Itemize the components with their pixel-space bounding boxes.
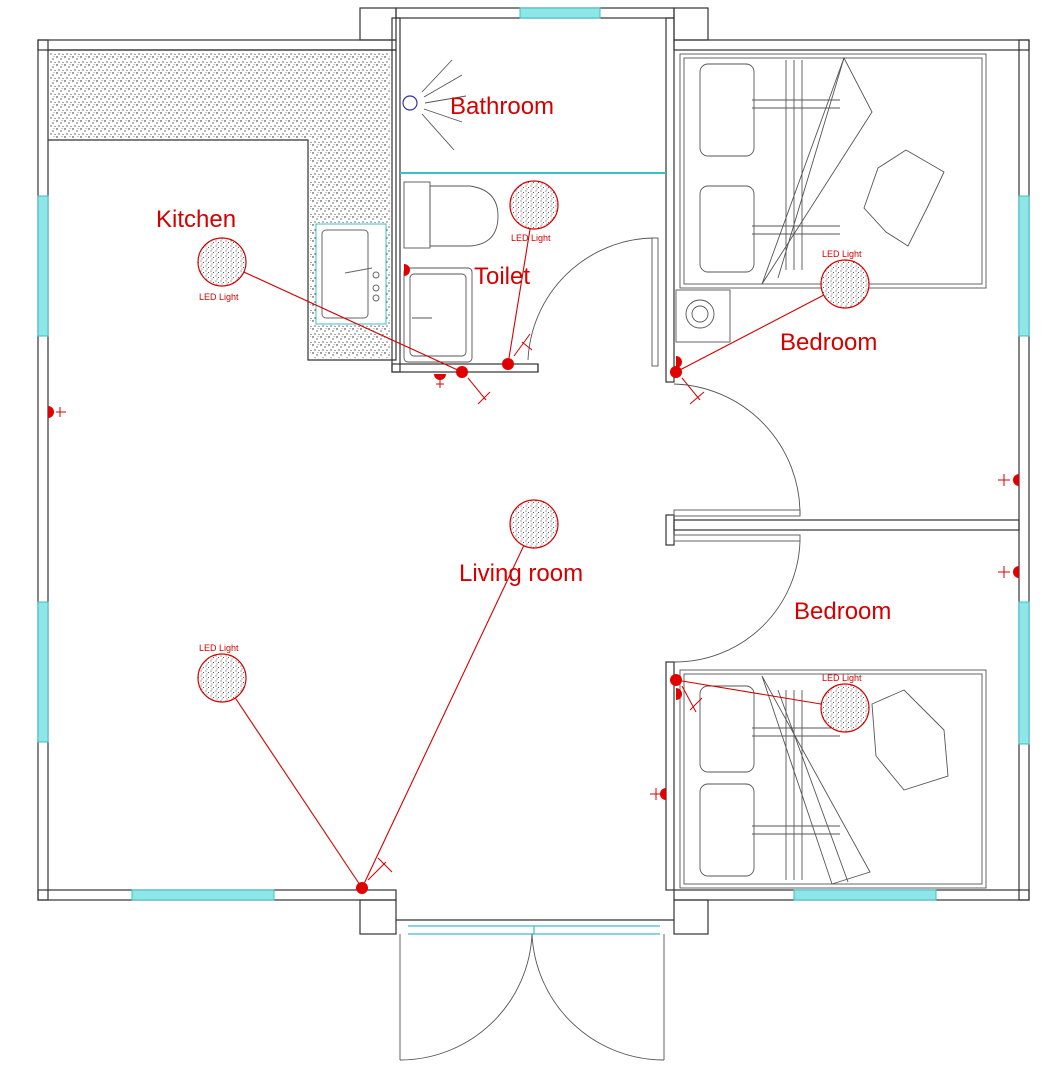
wiring	[221, 204, 846, 889]
room-label-living: Living room	[459, 560, 583, 587]
kitchen-counter	[50, 52, 390, 358]
led-light-toilet	[509, 180, 559, 230]
switches	[48, 264, 1019, 894]
led-light-bedroom-bottom	[820, 683, 870, 733]
toilet-fixtures	[402, 59, 499, 363]
led-light-living	[509, 499, 559, 549]
led-label-kitchen: LED Light	[199, 292, 239, 302]
room-label-bedroom-top: Bedroom	[780, 329, 877, 356]
room-label-kitchen: Kitchen	[156, 206, 236, 233]
led-light-kitchen	[197, 237, 247, 287]
led-label-living-west: LED Light	[199, 643, 239, 653]
led-label-toilet: LED Light	[511, 233, 551, 243]
led-light-bedroom-top	[820, 259, 870, 309]
bed-bottom	[679, 669, 987, 889]
led-lights	[197, 180, 870, 733]
led-light-living-west	[197, 653, 247, 703]
windows	[37, 7, 1030, 935]
room-label-toilet: Toilet	[474, 263, 530, 290]
doors	[399, 237, 801, 1061]
kitchen-sink	[315, 223, 387, 325]
room-label-bathroom: Bathroom	[450, 93, 554, 120]
led-label-bedroom-top: LED Light	[822, 249, 862, 259]
room-label-bedroom-bottom: Bedroom	[794, 598, 891, 625]
walls	[37, 7, 1030, 935]
led-label-bedroom-bottom: LED Light	[822, 673, 862, 683]
shower-head-icon	[402, 95, 418, 111]
